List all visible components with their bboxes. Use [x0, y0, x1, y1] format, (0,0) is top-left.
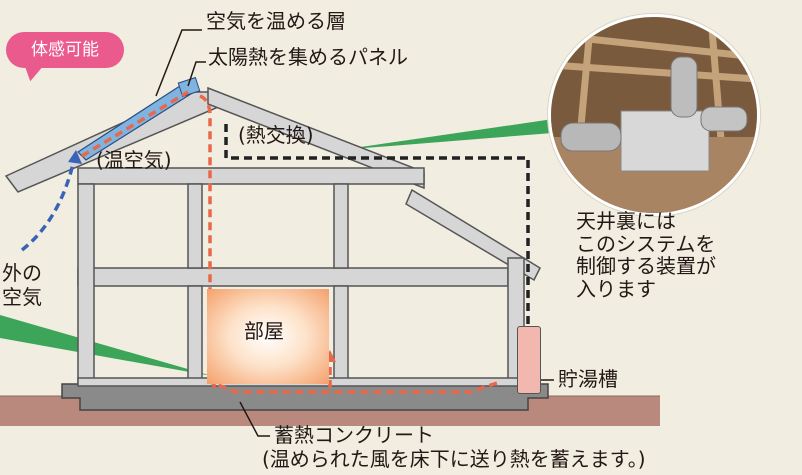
- concrete-title: 蓄熱コンクリート: [274, 423, 434, 447]
- water-tank: [517, 326, 541, 394]
- attic-note-line: 制御する装置が: [576, 254, 716, 279]
- leader-lines: [155, 29, 554, 437]
- green-pointer-room: [0, 315, 212, 376]
- attic-note-line: 天井裏には: [576, 209, 676, 233]
- warm-air-layer-box: [177, 76, 201, 98]
- attic-note-line: 入ります: [576, 276, 656, 301]
- solar-panel-label: 太陽熱を集めるパネル: [208, 45, 408, 69]
- heat-exchange-label: (熱交換): [238, 123, 314, 147]
- foundation: [61, 383, 549, 411]
- warm-layer-label: 空気を温める層: [206, 9, 346, 33]
- warm-air-label: (温空気): [96, 148, 172, 172]
- outside-air-label-1: 外の: [2, 261, 42, 285]
- green-pointer-attic: [340, 118, 565, 150]
- attic-note-line: このシステムを: [576, 231, 716, 256]
- room-label: 部屋: [244, 319, 284, 343]
- attic-photo: [548, 14, 760, 216]
- outside-air-flow: [20, 159, 76, 252]
- heat-exchange-line: [224, 124, 530, 340]
- attic-note: 天井裏には このシステムを 制御する装置が 入ります: [576, 210, 716, 300]
- concrete-note: (温められた風を床下に送り熱を蓄えます。): [262, 447, 646, 471]
- outside-air-label-2: 空気: [2, 285, 42, 309]
- room-heated-area: [207, 289, 329, 384]
- arrow-up-icon: [68, 150, 82, 164]
- experience-badge: 体感可能: [6, 32, 124, 68]
- tank-label: 貯湯槽: [558, 367, 618, 391]
